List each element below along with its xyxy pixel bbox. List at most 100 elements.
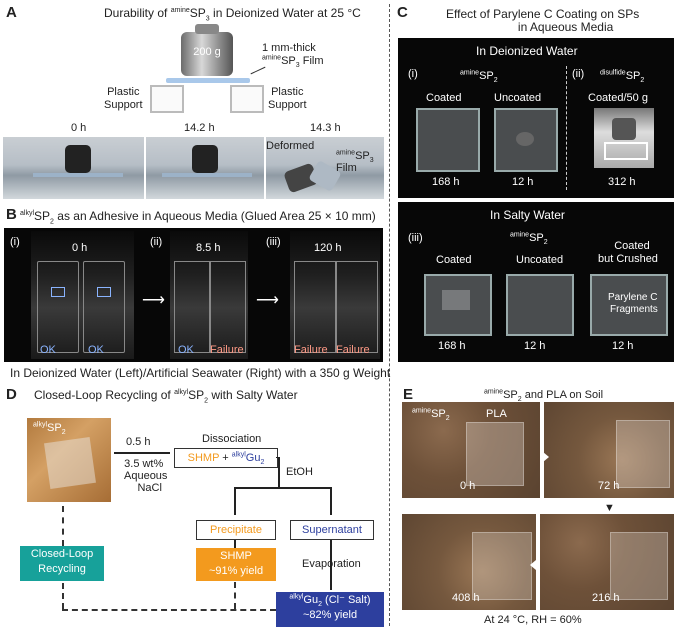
- c-inner-divider: [566, 66, 567, 190]
- c-salty-crushed-sample: [590, 274, 668, 336]
- d-sample-label: alkylSP2: [33, 421, 66, 437]
- c-coated-2: Coated: [436, 254, 472, 266]
- d-sample-photo: alkylSP2: [27, 418, 111, 502]
- weight-200g: 200 g: [181, 24, 233, 76]
- stage-ii-roman: (ii): [150, 236, 163, 248]
- c-i-material: amineSP2: [460, 69, 498, 85]
- e-time-3: 216 h: [592, 592, 620, 604]
- deformed-label: Deformed: [266, 140, 315, 152]
- panel-d-title: Closed-Loop Recycling of alkylSP2 with S…: [34, 388, 298, 405]
- d-supernatant-box: Supernatant: [290, 520, 374, 540]
- panel-c-salty: In Salty Water (iii) amineSP2 Coated Unc…: [398, 202, 674, 362]
- c-uncoated-2: Uncoated: [516, 254, 564, 266]
- d-arrow-1: [114, 452, 170, 454]
- d-split-left: [234, 487, 236, 515]
- section-salty-title: In Salty Water: [490, 208, 565, 222]
- stage-ii-time: 8.5 h: [196, 242, 221, 254]
- stage-iii-time: 120 h: [314, 242, 342, 254]
- d-dissociation-box: SHMP + alkylGu2: [174, 448, 278, 468]
- d-evaporation: Evaporation: [302, 558, 361, 570]
- e-arrow-right-icon: [543, 452, 549, 462]
- c-ii-roman: (ii): [572, 68, 585, 80]
- d-recycle-down: [62, 583, 64, 609]
- d-evap-arrow: [330, 540, 332, 590]
- time-a-2: 14.3 h: [310, 122, 341, 134]
- panel-c-deionized: In Deionized Water (i) amineSP2 (ii) dis…: [398, 38, 674, 198]
- stage-i-left-status: OK: [40, 344, 56, 356]
- panel-divider: [389, 4, 390, 626]
- photo-a-0h: [3, 137, 144, 199]
- e-photo-72h: 72 h: [544, 402, 674, 498]
- d-recycle-up: [62, 506, 64, 546]
- panel-b-caption: In Deionized Water (Left)/Artificial Sea…: [10, 366, 391, 380]
- c-salty-coated-sample: [424, 274, 492, 336]
- panel-b-title: alkylSP2 as an Adhesive in Aqueous Media…: [20, 209, 376, 226]
- section-deionized-title: In Deionized Water: [476, 44, 578, 58]
- c-coated: Coated: [426, 92, 462, 104]
- d-split-line: [234, 487, 332, 489]
- stage-i-right-status: OK: [88, 344, 104, 356]
- c-iii-material: amineSP2: [510, 231, 548, 247]
- c-i-roman: (i): [408, 68, 418, 80]
- d-recycle-bottom: [62, 609, 276, 611]
- c-uncoated-sample: [494, 108, 558, 172]
- time-a-1: 14.2 h: [184, 122, 215, 134]
- panel-a-letter: A: [6, 4, 17, 21]
- sp3-film: [166, 78, 250, 83]
- c-disulfide-sample: [594, 108, 654, 168]
- d-precip-arrow: [234, 540, 236, 548]
- panel-e-title: amineSP2 and PLA on Soil: [484, 388, 604, 404]
- panel-c-letter: C: [397, 4, 408, 21]
- stage-iii-right-status: Failure: [336, 344, 370, 356]
- e-photo-216h: 216 h: [540, 514, 674, 610]
- e-time-0: 0 h: [460, 480, 476, 492]
- c-time-2: 312 h: [608, 176, 636, 188]
- d-precipitate-box: Precipitate: [196, 520, 276, 540]
- c-bottom-time-0: 168 h: [438, 340, 466, 352]
- e-photo-0h: amineSP2 PLA 0 h: [402, 402, 540, 498]
- arrow-i-ii-icon: ⟶: [142, 292, 165, 309]
- photo-b-ii: [170, 231, 248, 359]
- c-iii-roman: (iii): [408, 232, 423, 244]
- plastic-supports: [150, 85, 266, 113]
- c-uncoated: Uncoated: [494, 92, 542, 104]
- stage-ii-left-status: OK: [178, 344, 194, 356]
- panel-b-letter: B: [6, 206, 17, 223]
- d-shmp-yield: SHMP~91% yield: [196, 548, 276, 581]
- d-recycle-shmp: [234, 582, 236, 609]
- photo-b-iii: [290, 231, 380, 359]
- stage-i-roman: (i): [10, 236, 20, 248]
- d-split-right: [330, 487, 332, 515]
- c-bottom-time-2: 12 h: [612, 340, 634, 352]
- stage-i-time: 0 h: [72, 242, 88, 254]
- panel-e-letter: E: [403, 386, 414, 403]
- e-arrow-left-icon: [530, 560, 536, 570]
- d-time: 0.5 h: [126, 436, 151, 448]
- e-sp-label: amineSP2: [412, 407, 450, 423]
- e-arrow-down-icon: ▼: [604, 502, 615, 514]
- c-time-1: 12 h: [512, 176, 534, 188]
- d-etoh: EtOH: [286, 466, 313, 478]
- c-coated-50g: Coated/50 g: [588, 92, 648, 104]
- photo-a-14-3h: [266, 137, 384, 199]
- d-dissociation: Dissociation: [202, 433, 262, 445]
- c-coated-sample: [416, 108, 480, 172]
- e-photo-408h: 408 h: [402, 514, 536, 610]
- d-gu-yield: alkylGu2 (Cl⁻ Salt)~82% yield: [276, 592, 384, 627]
- photo-b-i: [31, 231, 134, 359]
- e-condition: At 24 °C, RH = 60%: [484, 614, 582, 626]
- time-a-0: 0 h: [71, 122, 87, 134]
- panel-d-letter: D: [6, 386, 17, 403]
- photo-a-14-2h: [146, 137, 264, 199]
- panel-a-title: Durability of amineSP3 in Deionized Wate…: [104, 6, 361, 23]
- panel-b-photos: (i) 0 h (ii) 8.5 h (iii) 120 h OK OK OK …: [4, 228, 383, 362]
- c-salty-uncoated-sample: [506, 274, 574, 336]
